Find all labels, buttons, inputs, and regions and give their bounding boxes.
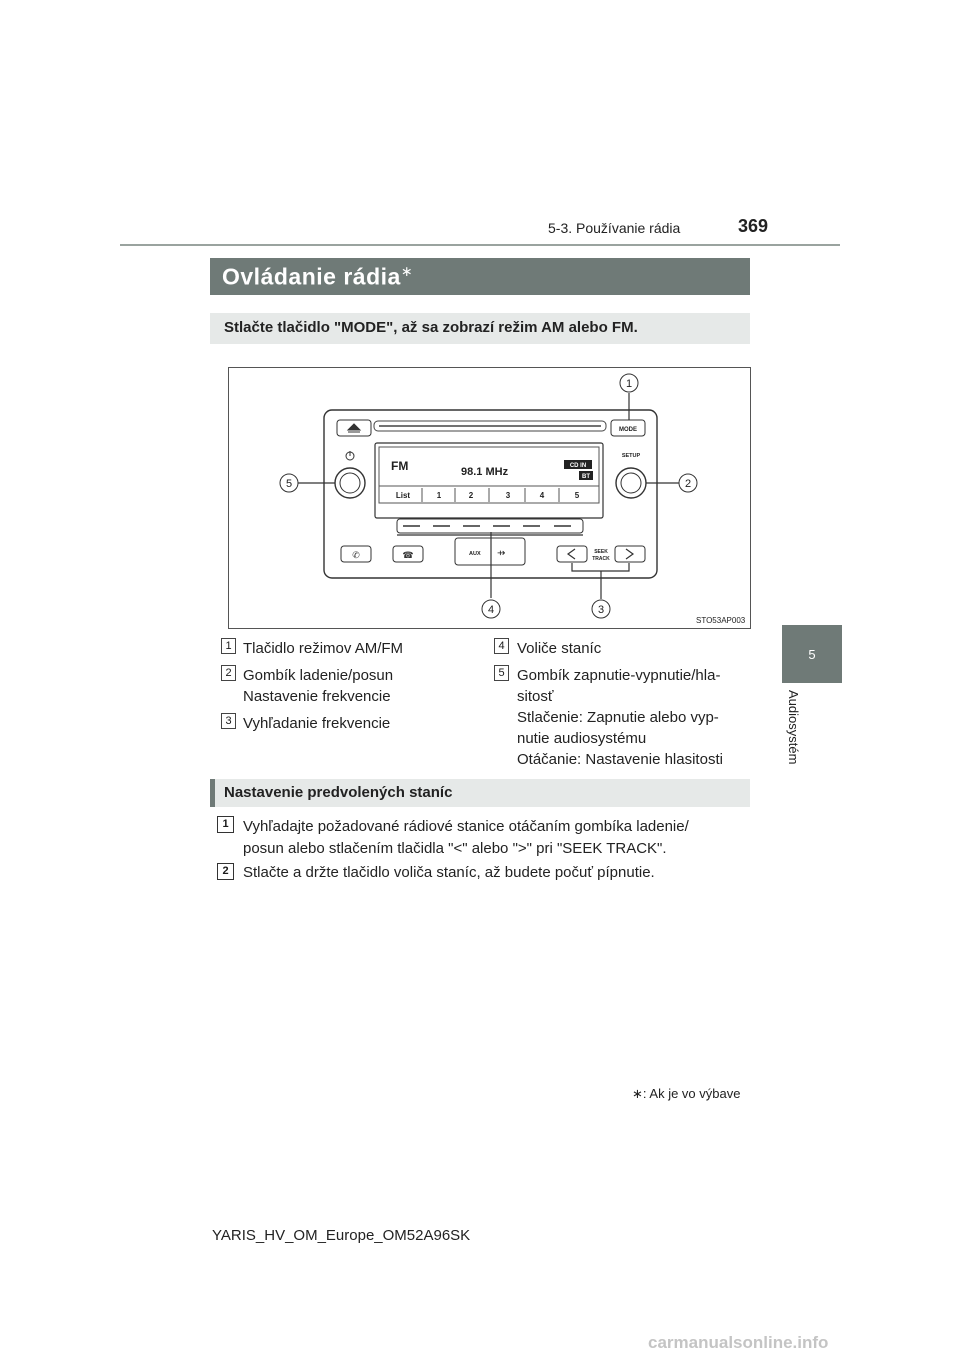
legend-text: nutie audiosystému [517,730,647,747]
station-selector-buttons [396,518,584,534]
watermark: carmanualsonline.info [648,1333,829,1352]
step-2: Stlačte a držte tlačidlo voliča staníc, … [243,862,655,884]
footnote-mark: ∗ [632,1086,643,1101]
legend-text: Voliče staníc [517,640,602,657]
callout-circle-2 [678,473,698,493]
cd-in-label: CD IN [570,463,586,469]
legend-text: Vyhľadanie frekvencie [243,715,391,732]
footnote-text: : Ak je vo výbave [642,1086,741,1101]
legend-text: Stlačenie: Zapnutie alebo vyp- [517,709,719,726]
legend-number-3: 3 [221,713,236,729]
step-text: Vyhľadajte požadované rádiové stanice ot… [243,818,689,835]
legend-item-5: Gombík zapnutie-vypnutie/hla- sitosť Stl… [517,665,723,770]
legend-text: sitosť [517,688,554,705]
seek-label-1: SEEK [594,549,608,555]
section-title-text: Ovládanie rádia [222,263,401,290]
seek-label-2: TRACK [592,556,610,562]
step-number-2: 2 [217,863,234,880]
legend-number-4: 4 [494,638,509,654]
callout-4: 4 [488,604,494,616]
callout-1: 1 [626,378,632,390]
display-preset-numbers: 1 2 3 4 5 [437,491,580,500]
callout-circle-1 [619,373,639,393]
section-title: Ovládanie rádia∗ [222,263,413,291]
display-preset-5: 5 [575,491,580,500]
callout-5: 5 [286,478,292,490]
heading-accent-bar [210,779,215,807]
legend-item-2: Gombík ladenie/posun Nastavenie frekvenc… [243,665,393,707]
header-divider [120,244,840,246]
bt-badge [579,471,593,480]
phone-hangup-icon: ☎ [402,550,413,560]
seek-back-button [556,545,588,563]
chapter-number: 5 [808,646,816,662]
phone-hangup-button [392,545,424,563]
seek-forward-button [614,545,646,563]
legend-text: Tlačidlo režimov AM/FM [243,640,404,657]
figure-code: STO53AP003 [696,616,746,625]
display-list-label: List [396,491,411,500]
mode-label: MODE [619,427,637,433]
legend-number-2: 2 [221,665,236,681]
mode-button [610,419,646,437]
legend-text: Gombík zapnutie-vypnutie/hla- [517,667,721,684]
display-preset-1: 1 [437,491,442,500]
callout-circle-5 [279,473,299,493]
display-frequency: 98.1 MHz [461,466,509,478]
legend-number-1: 1 [221,638,236,654]
eject-icon [346,423,362,433]
chapter-label: Audiosystém [782,690,812,800]
bt-label: BT [582,474,590,480]
step-text: Stlačte a držte tlačidlo voliča staníc, … [243,864,655,881]
presets-heading-box: Nastavenie predvolených staníc [210,779,750,807]
display-preset-4: 4 [540,491,545,500]
callout-numbers: 1 2 3 4 5 [279,373,698,619]
document-code: YARIS_HV_OM_Europe_OM52A96SK [212,1227,471,1244]
radio-panel-illustration: MODE SETUP FM 98.1 MHz CD IN BT List 1 2… [279,373,698,619]
chevron-left-icon [566,548,576,560]
optional-mark: ∗ [400,263,414,279]
step-text: posun alebo stlačením tlačidla "<" alebo… [243,840,667,857]
instruction-box: Stlačte tlačidlo "MODE", až sa zobrazí r… [210,313,750,344]
legend-item-3: Vyhľadanie frekvencie [243,713,390,734]
radio-panel-figure: MODE SETUP FM 98.1 MHz CD IN BT List 1 2… [228,367,751,629]
legend-text: Otáčanie: Nastavenie hlasitosti [517,751,723,768]
legend-number-5: 5 [494,665,509,681]
legend-item-4: Voliče staníc [517,638,601,659]
footnote: ∗: Ak je vo výbave [632,1086,740,1102]
aux-usb-port [454,537,526,566]
instruction-text: Stlačte tlačidlo "MODE", až sa zobrazí r… [224,319,638,336]
cd-in-badge [564,460,592,469]
phone-answer-icon: ✆ [352,550,360,560]
chapter-tab: 5 [782,625,842,683]
callout-circle-4 [481,599,501,619]
display-preset-2: 2 [469,491,474,500]
callout-circle-3 [591,599,611,619]
legend-text: Gombík ladenie/posun [243,667,394,684]
section-header: 5-3. Používanie rádia [548,220,681,236]
legend-text: Nastavenie frekvencie [243,688,391,705]
display-band: FM [391,459,408,473]
legend-item-1: Tlačidlo režimov AM/FM [243,638,403,659]
display-preset-3: 3 [506,491,511,500]
aux-label: AUX [469,551,481,557]
phone-answer-button [340,545,372,563]
step-1: Vyhľadajte požadované rádiové stanice ot… [243,816,689,860]
step-number-1: 1 [217,816,234,833]
presets-heading: Nastavenie predvolených staníc [224,784,453,801]
section-title-bar: Ovládanie rádia∗ [210,258,750,295]
callout-2: 2 [685,478,691,490]
page-number: 369 [738,216,769,236]
setup-label: SETUP [622,453,641,459]
chevron-right-icon [625,548,635,560]
callout-leader-lines [297,393,679,599]
usb-icon: ⇸ [497,548,505,559]
chapter-label-text: Audiosystém [786,690,801,765]
callout-3: 3 [598,604,604,616]
